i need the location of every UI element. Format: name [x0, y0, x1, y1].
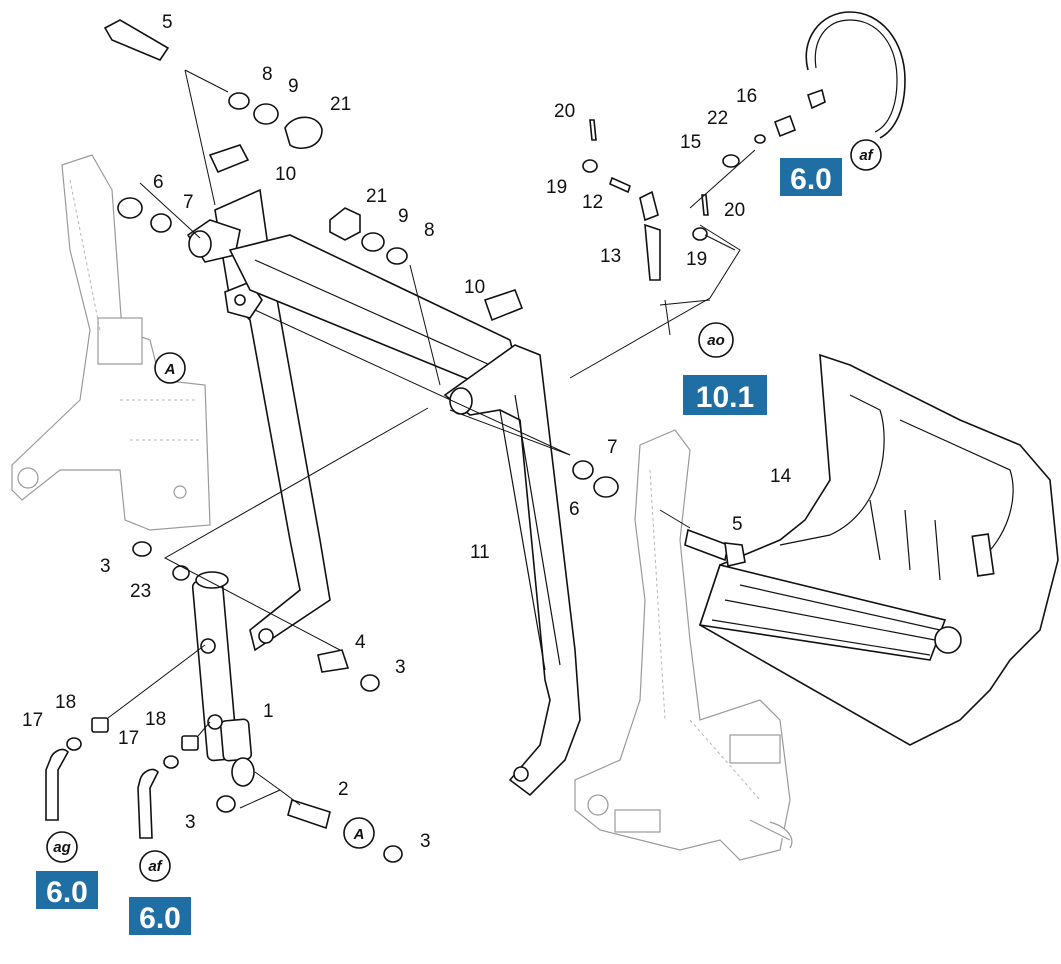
ref-10-1: 10.1: [683, 375, 767, 415]
callout-20: 20: [724, 200, 745, 221]
svg-text:ag: ag: [53, 839, 71, 856]
callout-4: 4: [355, 632, 366, 653]
callout-5: 5: [732, 514, 743, 535]
callout-10: 10: [464, 277, 485, 298]
lift-arm-frame: [186, 188, 581, 797]
right-side-frame: [574, 429, 793, 861]
left-side-frame: [11, 154, 211, 531]
tag-a-bottom: A: [343, 817, 375, 849]
callout-14: 14: [770, 466, 792, 487]
svg-text:af: af: [148, 858, 163, 875]
callout-21: 21: [330, 94, 351, 115]
callout-6: 6: [153, 172, 164, 193]
svg-text:A: A: [164, 361, 176, 378]
callout-21: 21: [366, 186, 387, 207]
svg-text:A: A: [353, 826, 365, 843]
callout-12: 12: [582, 192, 603, 213]
callout-13: 13: [600, 246, 621, 267]
ref-6-0-ag: 6.0: [36, 871, 98, 909]
callout-17: 17: [118, 728, 139, 749]
callout-17: 17: [22, 710, 43, 731]
callout-20: 20: [554, 101, 575, 122]
fasteners: [45, 11, 906, 863]
svg-text:6.0: 6.0: [790, 163, 832, 196]
callout-5: 5: [162, 12, 173, 33]
tag-ao: ao: [698, 322, 734, 358]
callout-23: 23: [130, 581, 151, 602]
bucket: [698, 353, 1059, 746]
callout-7: 7: [183, 192, 194, 213]
callout-2: 2: [338, 779, 349, 800]
tag-af-top: af: [850, 139, 882, 171]
references: 6.0 10.1 6.0 6.0: [36, 158, 842, 935]
svg-text:6.0: 6.0: [139, 902, 181, 935]
callout-3: 3: [395, 657, 406, 678]
callout-7: 7: [607, 437, 618, 458]
tag-af-bottom: af: [139, 850, 171, 882]
callout-6: 6: [569, 499, 580, 520]
leader-lines: [107, 69, 756, 809]
callout-9: 9: [398, 206, 409, 227]
callout-8: 8: [424, 220, 435, 241]
svg-text:ao: ao: [707, 332, 725, 349]
callout-16: 16: [736, 86, 757, 107]
callout-19: 19: [686, 249, 707, 270]
callout-22: 22: [707, 108, 728, 129]
callout-15: 15: [680, 132, 701, 153]
tags: A A ag af af ao: [46, 139, 882, 882]
callout-9: 9: [288, 76, 299, 97]
callout-1: 1: [263, 701, 274, 722]
ref-6-0-af: 6.0: [129, 897, 191, 935]
callout-10: 10: [275, 164, 296, 185]
callout-3: 3: [100, 556, 111, 577]
tag-ag: ag: [46, 831, 78, 863]
svg-text:10.1: 10.1: [696, 381, 754, 414]
callout-18: 18: [55, 692, 76, 713]
callout-19: 19: [546, 177, 567, 198]
callout-3: 3: [185, 812, 196, 833]
callout-18: 18: [145, 709, 166, 730]
svg-text:af: af: [859, 147, 874, 164]
tag-a-left: A: [154, 352, 186, 384]
hydraulic-cylinder: [191, 571, 255, 787]
callout-8: 8: [262, 64, 273, 85]
callout-3: 3: [420, 831, 431, 852]
callout-11: 11: [470, 542, 490, 563]
callouts: 5 8 9 21 10 6 7 21 9 8 10 7 6 11 5 14 3 …: [22, 12, 792, 852]
ref-6-0-top: 6.0: [780, 158, 842, 196]
svg-text:6.0: 6.0: [46, 876, 88, 909]
